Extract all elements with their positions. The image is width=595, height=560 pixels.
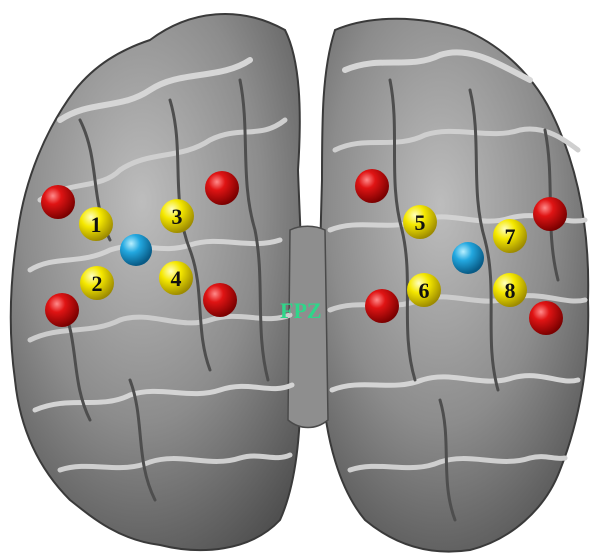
- channel-label: 6: [419, 278, 430, 303]
- source-optode: [205, 171, 239, 205]
- source-optode: [41, 185, 75, 219]
- source-optode: [533, 197, 567, 231]
- channel-label: 8: [505, 278, 516, 303]
- channel-label: 3: [172, 204, 183, 229]
- interhemispheric-bridge: [288, 226, 328, 427]
- left-hemisphere: [11, 14, 302, 550]
- channel-6: 6: [407, 273, 441, 307]
- channel-label: 7: [505, 224, 516, 249]
- channel-7: 7: [493, 219, 527, 253]
- channel-label: 1: [91, 212, 102, 237]
- source-optode: [355, 169, 389, 203]
- channel-8: 8: [493, 273, 527, 307]
- channel-2: 2: [80, 266, 114, 300]
- source-optode: [365, 289, 399, 323]
- source-optode: [529, 301, 563, 335]
- source-optode: [203, 283, 237, 317]
- channel-label: 2: [92, 271, 103, 296]
- midpoint-marker: [120, 234, 152, 266]
- right-hemisphere: [320, 19, 589, 552]
- channel-label: 4: [171, 266, 182, 291]
- channel-label: 5: [415, 210, 426, 235]
- channel-4: 4: [159, 261, 193, 295]
- fpz-reference-label: FPZ: [280, 298, 322, 323]
- channel-5: 5: [403, 205, 437, 239]
- source-optode: [45, 293, 79, 327]
- midpoint-marker: [452, 242, 484, 274]
- channel-1: 1: [79, 207, 113, 241]
- channel-3: 3: [160, 199, 194, 233]
